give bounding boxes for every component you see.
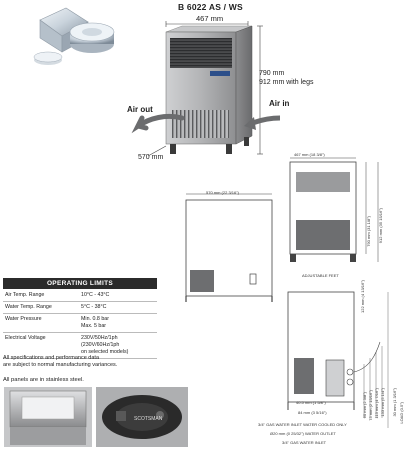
table-row: Water Pressure Min. 0.8 bar Max. 5 bar [3,314,157,333]
limit-value: Min. 0.8 bar Max. 5 bar [81,316,109,329]
spec-note-line-2: are subject to normal manufacturing vari… [3,362,118,368]
height-with-legs-dimension: 912 mm with legs [259,79,314,86]
limit-label: Air Temp. Range [5,292,45,298]
rear-view-drawing [287,291,389,428]
limit-label: Electrical Voltage [5,335,46,341]
front-elevation-drawing [289,157,379,262]
inlet-cooled-label: 3/4" GAS WATER INLET WATER COOLED ONLY [258,422,347,427]
interior-photo [4,387,92,447]
height-dimension: 790 mm [259,70,285,77]
limit-label: Water Pressure [5,316,42,322]
panels-note: All panels are in stainless steel. [3,377,84,383]
operating-limits-table: Air Temp. Range 10°C - 43°C Water Temp. … [3,290,157,359]
dim-84-label: 84 mm (3 5/16") [298,410,327,415]
dim-40-label: 40.5 mm (1 5/8") [296,400,326,405]
dim-60-label: 60 mm (2 3/8") [362,392,367,419]
model-name: B 6022 AS / WS [178,2,243,12]
dim-30-label: 30 mm (1 3/16") [392,388,397,417]
dim-75-label: 75 mm (2 15/16") [368,390,373,421]
depth-dimension: 570 mm [138,154,164,161]
brand-label: SCOTSMAN [134,416,163,422]
side-width-label: 570 mm (22 3/16") [206,190,239,195]
load-label: LOAD (0.5") [399,402,404,424]
operating-limits-header: OPERATING LIMITS [3,278,157,289]
front-height-label: 790 mm (31 1/8") [366,216,371,247]
dim-122-label: 122 mm (4 13/16") [360,280,365,313]
water-inlet-label: 3/4" GAS WATER INLET [282,440,327,445]
control-panel-photo: SCOTSMAN [96,387,188,447]
width-dimension: 467 mm [196,14,224,23]
limit-value: 10°C - 43°C [81,292,110,298]
limit-label: Water Temp. Range [5,304,52,310]
ice-cubes-image [33,7,115,65]
water-outlet-label: Ø20 mm (0 25/32") WATER OUTLET [270,431,336,436]
limit-value: 230V/50Hz/1ph (230V/60Hz/1ph on selected… [81,335,129,355]
table-row: Air Temp. Range 10°C - 43°C [3,290,157,302]
dim-133-label: 133 mm (5 1/4") [380,388,385,417]
spec-note: All specifications and performance data … [3,355,117,369]
adjustable-feet-label: ADJUSTABLE FEET [302,273,339,278]
front-width-label: 467 mm (18 3/8") [294,152,325,157]
dim-113-label: 113 mm (4 7/16") [374,388,379,419]
product-photo [131,21,280,157]
limit-value: 5°C - 38°C [81,304,107,310]
air-in-label: Air in [269,99,290,108]
side-elevation-drawing [185,193,273,302]
air-out-label: Air out [127,105,153,114]
table-row: Water Temp. Range 5°C - 38°C [3,302,157,314]
table-row: Electrical Voltage 230V/50Hz/1ph (230V/6… [3,333,157,359]
spec-note-line-1: All specifications and performance data [3,355,99,361]
front-height-legs-label: 912 mm (35 15/16") [378,208,383,244]
